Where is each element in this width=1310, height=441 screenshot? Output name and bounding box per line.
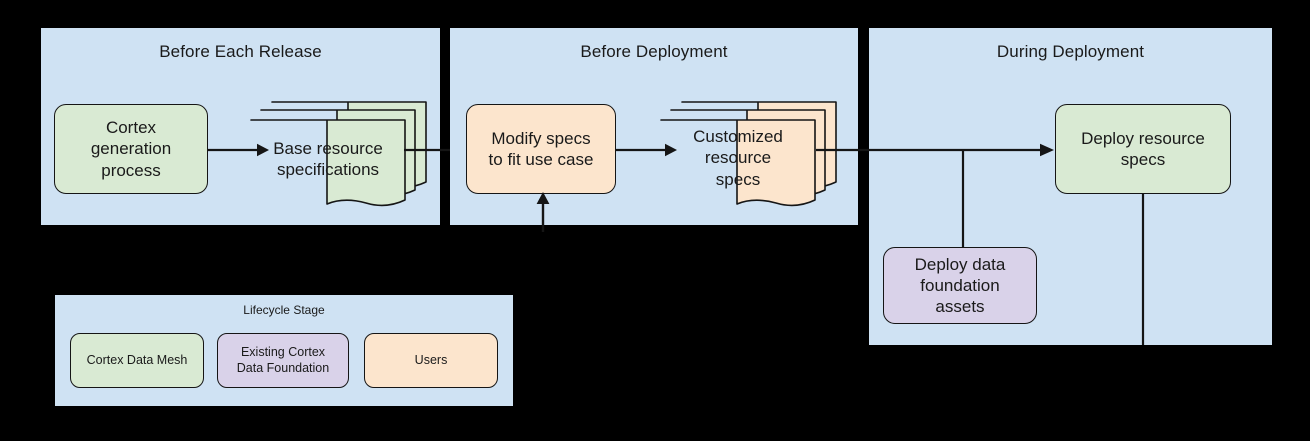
connector-generation-to-base-specs: [208, 140, 270, 160]
legend-item-existing-cortex-data-foundation[interactable]: Existing Cortex Data Foundation: [217, 333, 349, 388]
node-label: Modify specs to fit use case: [488, 128, 594, 169]
connector-users-to-modify-specs: [534, 192, 552, 232]
node-customized-resource-specs[interactable]: Customized resource specs: [660, 88, 838, 210]
node-label: Base resource specifications: [273, 139, 383, 180]
node-label: Deploy resource specs: [1081, 128, 1205, 169]
node-base-resource-specifications[interactable]: Base resource specifications: [250, 88, 428, 210]
legend-item-label: Cortex Data Mesh: [86, 352, 188, 367]
legend-item-users[interactable]: Users: [364, 333, 498, 388]
panel-title-during-deployment: During Deployment: [996, 42, 1145, 61]
node-label: Customized resource specs: [693, 127, 783, 189]
node-label: Deploy data foundation assets: [914, 254, 1006, 317]
node-deploy-data-foundation-assets[interactable]: Deploy data foundation assets: [883, 247, 1037, 324]
connector-branch-to-deploy-data-foundation: [958, 149, 968, 249]
connector-modify-specs-to-customized-specs: [616, 140, 678, 160]
node-deploy-resource-specs[interactable]: Deploy resource specs: [1055, 104, 1231, 194]
panel-title-before-each-release: Before Each Release: [159, 42, 322, 61]
node-modify-specs-to-fit-use-case[interactable]: Modify specs to fit use case: [466, 104, 616, 194]
legend-item-label: Existing Cortex Data Foundation: [236, 344, 330, 375]
legend-item-cortex-data-mesh[interactable]: Cortex Data Mesh: [70, 333, 204, 388]
legend-item-label: Users: [414, 352, 448, 367]
panel-title-before-deployment: Before Deployment: [580, 42, 728, 61]
legend-title: Lifecycle Stage: [243, 303, 325, 317]
node-cortex-generation-process[interactable]: Cortex generation process: [54, 104, 208, 194]
connector-deploy-resource-specs-downstream: [1138, 193, 1148, 345]
node-label: Cortex generation process: [90, 118, 172, 180]
connector-customized-specs-to-deploy-resource-specs: [816, 140, 1066, 260]
